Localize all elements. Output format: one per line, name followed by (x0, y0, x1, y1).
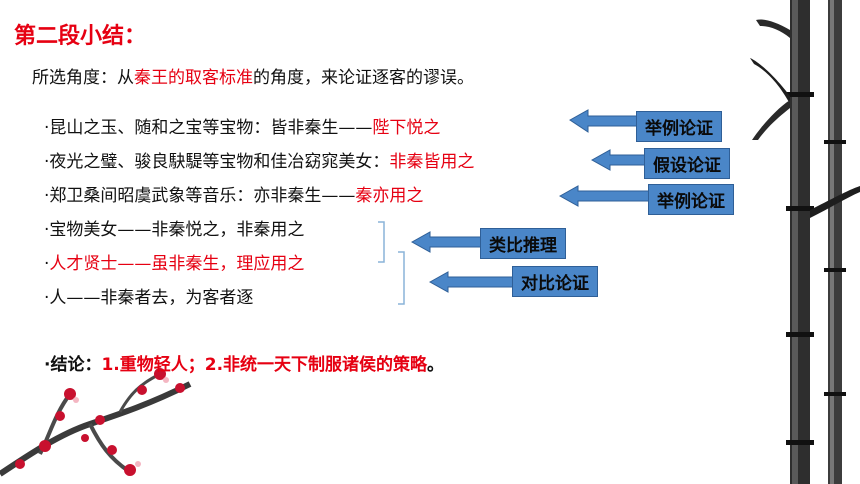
intro-suffix: 的角度，来论证逐客的谬误。 (253, 68, 474, 88)
line-4: ·宝物美女——非秦悦之，非秦用之 (44, 215, 304, 240)
conclusion-prefix: ·结论： (44, 355, 102, 375)
intro-highlight: 秦王的取客标准 (134, 68, 253, 88)
line-5: ·人才贤士——虽非秦生，理应用之 (44, 249, 304, 274)
conclusion-suffix: 。 (427, 355, 445, 375)
bracket-lines-5-6 (398, 251, 405, 305)
arrow-3 (558, 185, 653, 207)
conclusion-red: 1.重物轻人；2.非统一天下制服诸侯的策略 (101, 355, 428, 375)
page-title: 第二段小结： (14, 24, 147, 49)
conclusion-line: ·结论：1.重物轻人；2.非统一天下制服诸侯的策略。 (44, 350, 444, 375)
line-1-text: ·昆山之玉、随和之宝等宝物：皆非秦生—— (44, 118, 373, 138)
line-2: ·夜光之璧、骏良駃騠等宝物和佳冶窈窕美女：非秦皆用之 (44, 147, 474, 172)
line-3: ·郑卫桑间昭虞武象等音乐：亦非秦生——秦亦用之 (44, 181, 423, 206)
arrow-5 (428, 271, 515, 293)
line-6: ·人——非秦者去，为客者逐 (44, 283, 253, 308)
line-2-red: 非秦皆用之 (389, 152, 475, 172)
line-1-red: 陛下悦之 (372, 118, 441, 138)
line-2-text: ·夜光之璧、骏良駃騠等宝物和佳冶窈窕美女： (44, 152, 390, 172)
arrow-4 (410, 231, 483, 253)
intro-prefix: 所选角度：从 (32, 68, 134, 88)
line-3-red: 秦亦用之 (355, 186, 424, 206)
intro-line: 所选角度：从秦王的取客标准的角度，来论证逐客的谬误。 (32, 63, 474, 88)
tag-analogy-reasoning: 类比推理 (480, 228, 566, 259)
line-1: ·昆山之玉、随和之宝等宝物：皆非秦生——陛下悦之 (44, 113, 440, 138)
line-6-text: ·人——非秦者去，为客者逐 (44, 288, 254, 308)
arrow-2 (590, 149, 651, 171)
line-4-text: ·宝物美女——非秦悦之，非秦用之 (44, 220, 305, 240)
tag-example-argument-1: 举例论证 (636, 111, 722, 142)
connector-layer (378, 109, 653, 305)
arrow-1 (569, 109, 641, 133)
line-3-text: ·郑卫桑间昭虞武象等音乐：亦非秦生—— (44, 186, 356, 206)
line-5-red: 人才贤士——虽非秦生，理应用之 (49, 254, 305, 274)
tag-contrast-argument: 对比论证 (512, 266, 598, 297)
line-5-text: · (44, 254, 50, 274)
bracket-lines-4-5 (378, 221, 385, 263)
tag-hypothetical-argument: 假设论证 (644, 148, 730, 179)
plum-blossom-decoration (0, 368, 192, 477)
bamboo-decoration (750, 0, 860, 484)
tag-example-argument-2: 举例论证 (648, 184, 734, 215)
